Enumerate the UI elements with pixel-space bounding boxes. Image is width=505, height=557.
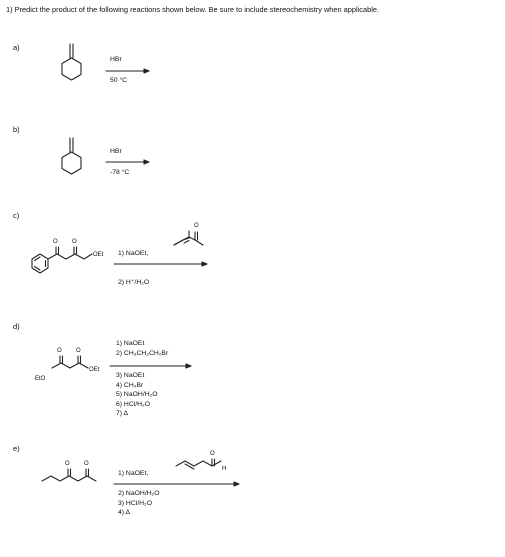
- part-d-right-group: OEt: [89, 367, 100, 373]
- part-c-reagent-1: 1) NaOEt,: [118, 250, 149, 257]
- part-a-reagent-below: 50 °C: [110, 77, 128, 84]
- part-a-label: a): [13, 43, 20, 52]
- part-c-reagent-2: 2) H⁺/H₂O: [118, 279, 150, 286]
- part-d-step-1: 1) NaOEt: [116, 340, 145, 347]
- part-d-carbonyl-o-2: O: [76, 348, 81, 354]
- part-d-step-5: 5) NaOH/H₂O: [116, 391, 158, 398]
- part-e-step-3: 3) HCl/H₂O: [118, 499, 152, 507]
- part-d-carbonyl-o-1: O: [57, 348, 62, 354]
- part-d-step-4: 4) CH₃Br: [116, 381, 144, 389]
- part-c-carbonyl-o-3: O: [194, 223, 199, 229]
- part-e-carbonyl-o-3: O: [210, 451, 215, 457]
- part-e-label: e): [13, 444, 20, 453]
- part-e-carbonyl-o-2: O: [84, 461, 89, 467]
- part-d-step-6: 6) HCl/H₂O: [116, 400, 150, 408]
- question-text: 1) Predict the product of the following …: [6, 5, 380, 14]
- part-d-left-group: EtO: [35, 376, 46, 382]
- part-b-reagent-above: HBr: [110, 148, 122, 155]
- part-b-label: b): [13, 125, 20, 134]
- part-d-label: d): [13, 322, 20, 331]
- part-e-aldehyde-h: H: [222, 466, 227, 472]
- part-c-label: c): [13, 211, 20, 220]
- part-e-step-2: 2) NaOH/H₂O: [118, 490, 160, 497]
- part-d-steps-below: 3) NaOEt 4) CH₃Br 5) NaOH/H₂O 6) HCl/H₂O…: [116, 371, 158, 419]
- part-a-reagent-above: HBr: [110, 56, 122, 63]
- part-e-steps-below: 2) NaOH/H₂O 3) HCl/H₂O 4) Δ: [118, 489, 160, 518]
- part-d-steps-above: 1) NaOEt 2) CH₃CH₂CH₂Br: [116, 339, 168, 358]
- part-c-carbonyl-o-2: O: [72, 239, 77, 245]
- part-d-step-2: 2) CH₃CH₂CH₂Br: [116, 349, 169, 357]
- part-d-step-3: 3) NaOEt: [116, 372, 145, 379]
- part-b-reagent-below: -78 °C: [110, 169, 130, 176]
- part-d-step-7: 7) Δ: [116, 410, 129, 417]
- part-e-step-4: 4) Δ: [118, 509, 131, 516]
- part-e-carbonyl-o-1: O: [65, 461, 70, 467]
- part-c-ester-group: OEt: [93, 252, 104, 258]
- part-e-reagent-1: 1) NaOEt,: [118, 470, 149, 477]
- part-c-carbonyl-o-1: O: [53, 239, 58, 245]
